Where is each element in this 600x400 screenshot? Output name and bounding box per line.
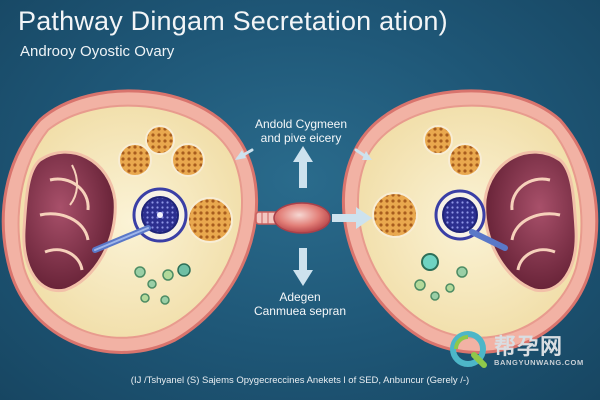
right-follicle xyxy=(448,143,482,177)
right-cell xyxy=(414,279,426,291)
watermark-text: 帮孕网 xyxy=(494,335,564,360)
diagram-title: Pathway Dingam Secretation ation) xyxy=(18,6,448,36)
left-cell xyxy=(177,263,191,277)
center-gland xyxy=(255,202,331,234)
left-cell xyxy=(147,279,157,289)
watermark-logo-icon xyxy=(450,331,487,368)
left-cell xyxy=(140,293,150,303)
right-lobe-cluster xyxy=(483,150,578,293)
left-cell xyxy=(162,269,174,281)
left-follicle xyxy=(187,197,233,243)
right-follicle xyxy=(423,125,453,155)
callout-top: Andold Cygmeen and pive eicery xyxy=(245,117,357,145)
watermark: 帮孕网 BANGYUNWANG.COM xyxy=(448,327,598,377)
left-follicle xyxy=(171,143,205,177)
arrow-small-right xyxy=(354,148,372,160)
callout-bottom-line-2: Canmuea sepran xyxy=(253,304,347,318)
right-cell xyxy=(421,253,439,271)
arrow-small-left xyxy=(235,148,254,160)
arrow-up xyxy=(293,146,313,188)
callout-top-line-1: Andold Cygmeen xyxy=(254,117,348,131)
arrow-down xyxy=(293,248,313,286)
left-ovary xyxy=(1,89,259,354)
left-lobe-cluster xyxy=(22,150,117,293)
left-follicle xyxy=(118,143,152,177)
arrow-right xyxy=(332,207,372,229)
callout-bottom-line-1: Adegen xyxy=(279,290,321,304)
right-follicle xyxy=(372,192,418,238)
right-nucleus xyxy=(434,189,486,241)
right-cell xyxy=(430,291,440,301)
diagram-subtitle: Androoy Oyostic Ovary xyxy=(20,43,175,60)
right-ovary xyxy=(341,89,599,354)
left-cell xyxy=(160,295,170,305)
diagram-caption: (IJ /Tshyanel (S) Sajems Opygecreccines … xyxy=(130,375,470,386)
right-cell xyxy=(445,283,455,293)
watermark-subtext: BANGYUNWANG.COM xyxy=(494,358,584,367)
right-cell xyxy=(456,266,468,278)
left-cell xyxy=(134,266,146,278)
left-follicle xyxy=(145,125,175,155)
callout-bottom: Adegen Canmuea sepran xyxy=(232,290,368,318)
callout-top-line-2: and pive eicery xyxy=(260,131,342,145)
